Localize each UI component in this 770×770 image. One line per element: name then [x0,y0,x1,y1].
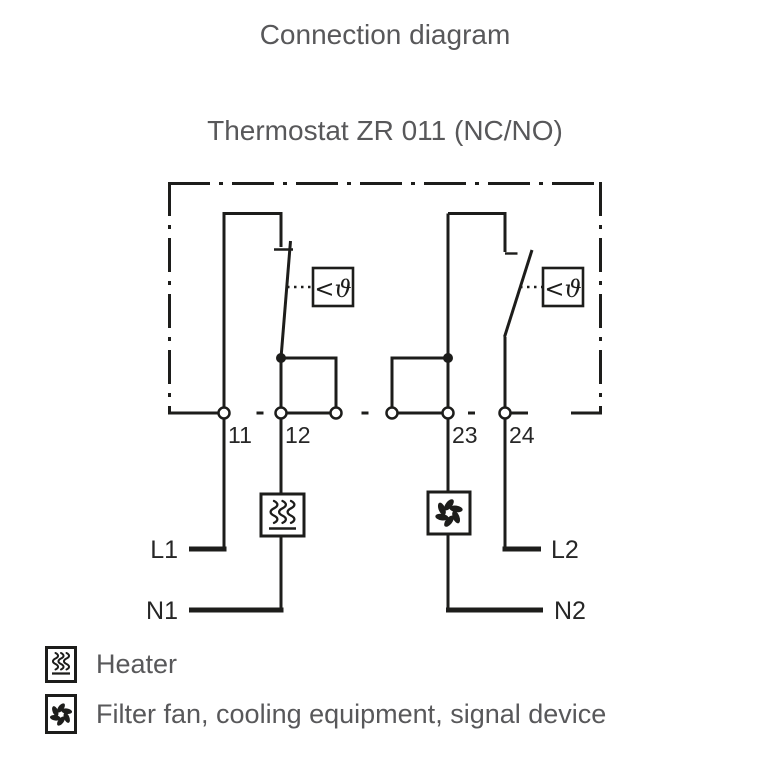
wire-labels: L1 N1 L2 N2 [146,536,586,625]
heater-icon [45,646,77,683]
wire-label-l2: L2 [551,536,579,564]
wire-label-n2: N2 [554,597,586,625]
no-contact-circuit [390,212,543,613]
terminal-label-23: 23 [452,422,478,448]
legend-label-heater: Heater [96,649,178,679]
terminal-11 [217,406,231,420]
fan-icon [45,694,77,734]
terminal-label-12: 12 [285,422,311,448]
legend: Heater Filter fan, cooling equipment, si… [45,646,606,734]
junction-dot [443,353,453,363]
terminal-labels: 11 12 23 24 [228,422,535,448]
nc-contact-arm [279,240,292,359]
terminal-label-24: 24 [509,422,535,448]
terminal-label-11: 11 [228,422,252,448]
nc-contact-circuit [189,212,338,613]
terminal-bridge-left [329,406,343,420]
terminal-12 [274,406,288,420]
temperature-sensor-icon: <ϑ [311,266,355,308]
legend-label-fan: Filter fan, cooling equipment, signal de… [96,698,607,729]
legend-item-heater: Heater [45,646,606,683]
wire-label-l1: L1 [150,536,178,564]
legend-item-fan: Filter fan, cooling equipment, signal de… [45,694,606,734]
sensor-label: <ϑ [314,275,351,303]
diagram-subtitle: Thermostat ZR 011 (NC/NO) [207,115,563,146]
terminal-24 [498,406,512,420]
terminal-circles [217,406,512,420]
wire-label-n1: N1 [146,597,178,625]
fan-icon [426,490,472,536]
no-contact-arm [503,249,534,338]
junction-dot [276,353,286,363]
heater-icon [259,492,306,538]
temperature-sensor-icon: <ϑ [541,266,585,308]
page-title: Connection diagram [259,19,511,50]
enclosure-border [168,182,602,415]
terminal-23 [441,406,455,420]
terminal-bridge-right [385,406,399,420]
sensor-label: <ϑ [544,275,581,303]
